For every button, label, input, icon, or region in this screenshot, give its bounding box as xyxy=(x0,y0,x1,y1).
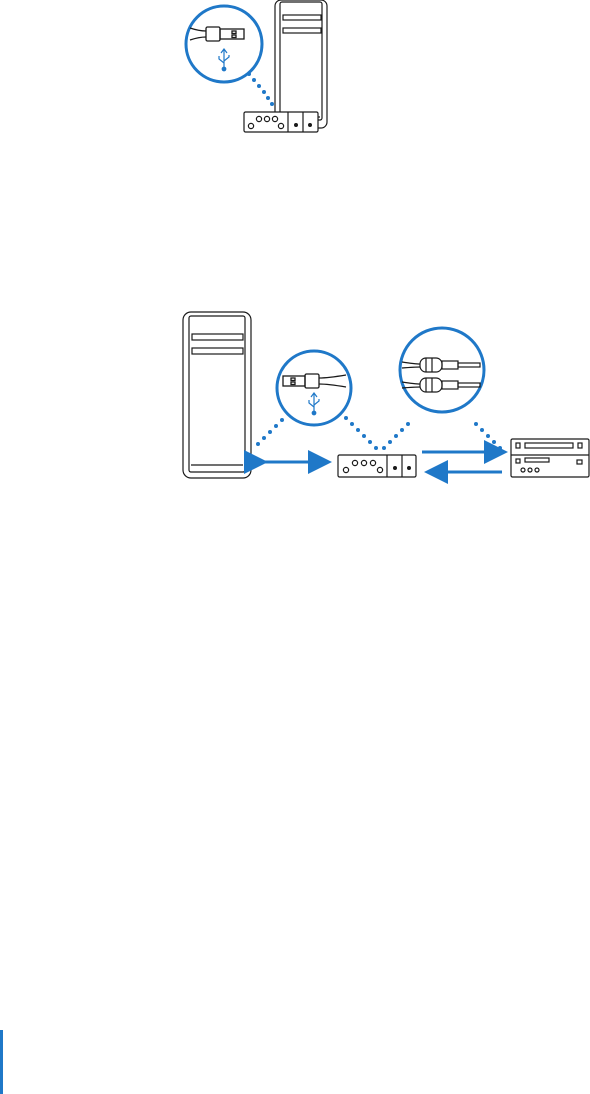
computer-tower-icon xyxy=(275,0,327,128)
usb-callout xyxy=(277,351,351,425)
stereo-connection-diagram xyxy=(0,300,590,500)
usb-connection-diagram xyxy=(0,0,590,150)
computer-tower-icon xyxy=(183,312,251,478)
page-edge-bar xyxy=(0,1030,3,1094)
audio-interface-icon xyxy=(244,112,318,132)
stereo-receiver-icon xyxy=(511,439,589,477)
usb-callout xyxy=(186,6,262,82)
audio-interface-icon xyxy=(338,455,416,477)
rca-callout xyxy=(400,328,484,412)
rca-dotted-leader xyxy=(382,422,502,450)
